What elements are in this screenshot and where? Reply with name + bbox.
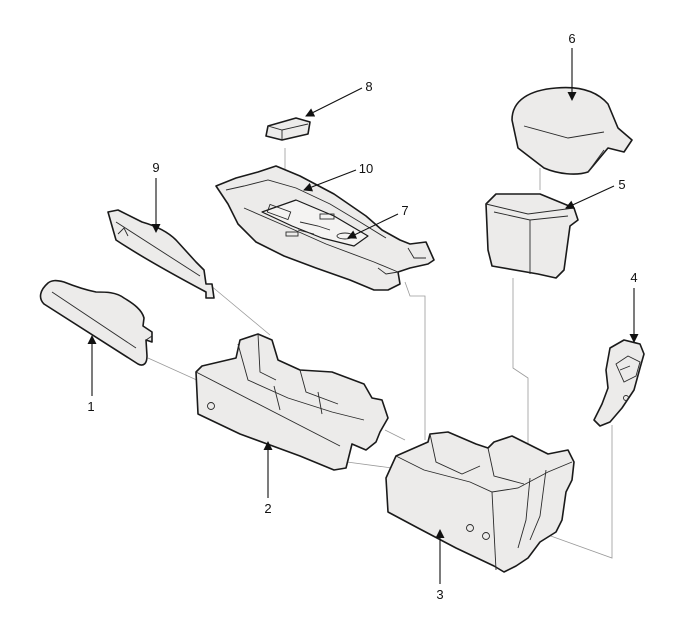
leader-8 (305, 87, 363, 117)
leader-7 (347, 213, 399, 239)
part-2-console-lower-body (195, 333, 389, 471)
part-6-armrest-lid (511, 86, 633, 175)
callout-label-2: 2 (264, 501, 271, 516)
callout-label-3: 3 (436, 587, 443, 602)
leader-10 (303, 169, 357, 192)
callout-label-8: 8 (365, 79, 372, 94)
callout-label-10: 10 (359, 161, 373, 176)
part-5-storage-bin (485, 193, 579, 279)
callout-label-7: 7 (401, 203, 408, 218)
callout-label-4: 4 (630, 270, 637, 285)
part-7-shift-panel (261, 199, 369, 247)
callout-label-1: 1 (87, 399, 94, 414)
callout-label-6: 6 (568, 31, 575, 46)
assembly-lines (147, 148, 613, 559)
callout-label-9: 9 (152, 160, 159, 175)
part-8-small-tray (265, 117, 311, 141)
part-9-bracket-panel (107, 209, 215, 299)
part-1-side-cover (39, 279, 153, 366)
part-3-console-rear-body (385, 431, 575, 573)
callout-label-5: 5 (618, 177, 625, 192)
callout-leaders (87, 48, 639, 584)
callout-labels: 1 2 3 4 5 6 7 8 9 10 (87, 31, 637, 602)
part-4-side-trim (593, 339, 645, 427)
leader-5 (565, 185, 615, 209)
